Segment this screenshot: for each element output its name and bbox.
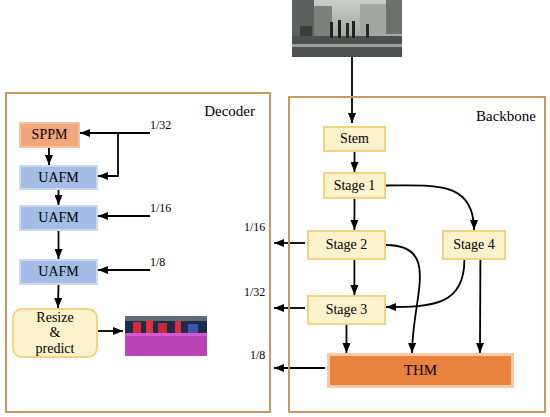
panel-title: Decoder [204, 103, 255, 120]
decoder-panel: DecoderSPPM UAFM UAFM UAFM Resize & predict [5, 92, 271, 413]
input-photo [292, 0, 402, 57]
connector-arrow [48, 148, 50, 165]
node-label: Stage 2 [326, 237, 368, 252]
connector-arrow [353, 260, 355, 295]
connector-arrow [479, 260, 481, 353]
node-label: Stem [340, 131, 369, 146]
stage-box: Stage 4 [442, 230, 506, 260]
connector-arrow [353, 199, 355, 230]
node-label: UAFM [38, 264, 78, 279]
panel-title: Backbone [476, 108, 536, 125]
scale-label: 1/8 [250, 348, 265, 363]
stage-box: Stage 1 [323, 172, 386, 199]
scale-label: 1/16 [244, 220, 265, 235]
connector-arrow [386, 260, 464, 307]
connector-arrow [354, 152, 356, 172]
feature-branch-arrow [98, 133, 118, 176]
output-segmentation [125, 316, 207, 356]
feature-output-arrow [274, 367, 325, 369]
stage-box: Stage 3 [307, 295, 386, 325]
feature-input-arrow [98, 269, 150, 271]
module-box: THM [327, 353, 514, 388]
stage-box: Stage 2 [307, 230, 386, 260]
module-box: UAFM [19, 205, 98, 231]
node-label: SPPM [32, 127, 68, 142]
node-label: UAFM [38, 170, 78, 185]
module-box: UAFM [19, 259, 98, 285]
stage-box: Stem [323, 126, 386, 152]
scale-label: 1/32 [244, 285, 265, 300]
scale-label: 1/32 [150, 118, 171, 133]
node-label: Stage 1 [334, 178, 376, 193]
connector-arrow [58, 190, 60, 205]
output-arrow [97, 330, 123, 332]
scale-label: 1/8 [150, 255, 165, 270]
module-box: SPPM [19, 122, 80, 148]
feature-input-arrow [98, 215, 150, 217]
node-label: Stage 4 [453, 237, 495, 252]
connector-arrow [386, 185, 474, 230]
connector-arrow [386, 245, 420, 353]
backbone-panel: BackboneStemStage 1 Stage 2 Stage 4 Stage 3… [288, 96, 546, 413]
scale-label: 1/16 [150, 201, 171, 216]
feature-input-arrow [80, 132, 150, 134]
connector-arrow [58, 231, 60, 259]
node-label: THM [404, 362, 437, 379]
node-label: Resize & predict [30, 310, 80, 356]
input-arrow [351, 57, 353, 123]
node-label: UAFM [38, 210, 78, 225]
node-label: Stage 3 [326, 302, 368, 317]
connector-arrow [346, 325, 348, 353]
process-box: Resize & predict [12, 308, 98, 358]
connector-arrow [57, 285, 59, 308]
module-box: UAFM [19, 165, 98, 190]
